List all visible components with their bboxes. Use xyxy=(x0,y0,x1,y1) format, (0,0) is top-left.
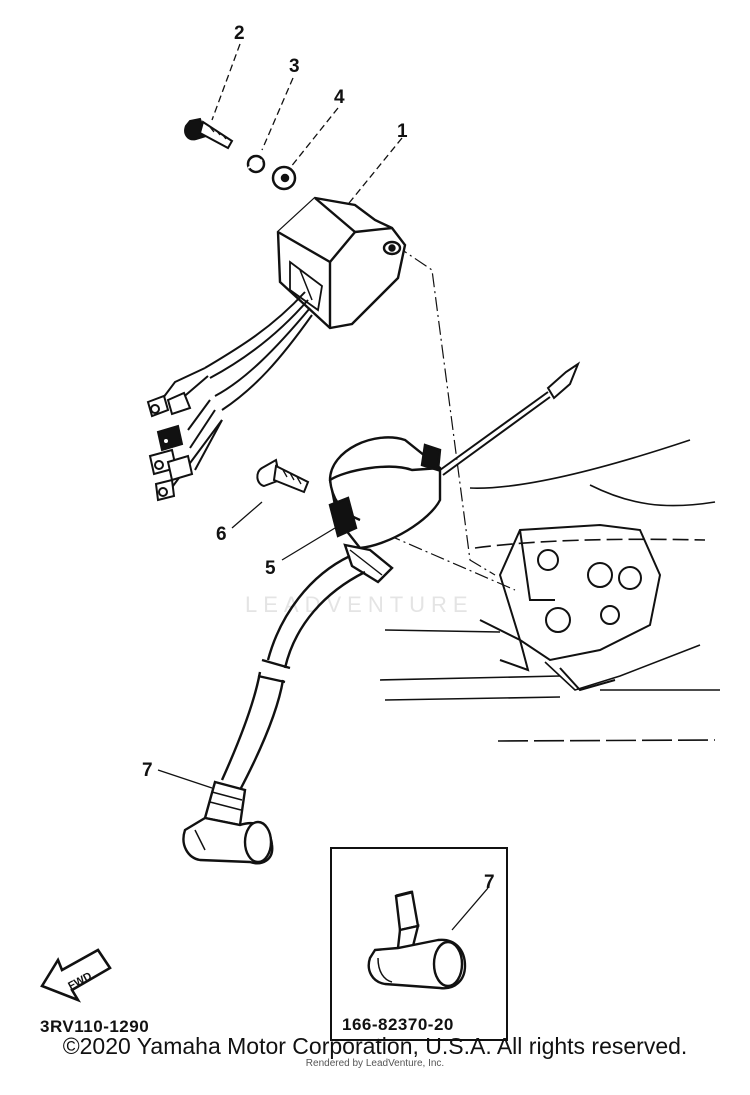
engine-frame-outline xyxy=(379,439,720,742)
callout-label-1: 1 xyxy=(397,121,408,142)
watermark: LEADVENTURE xyxy=(245,592,474,617)
inset-plug-cap xyxy=(367,890,467,990)
callout-label-4: 4 xyxy=(334,87,345,108)
mounting-bracket xyxy=(479,523,662,692)
copyright-notice: ©2020 Yamaha Motor Corporation, U.S.A. A… xyxy=(62,1033,688,1059)
part-3-lock-washer xyxy=(246,154,266,174)
part-6-bolt xyxy=(256,458,310,494)
inset-callout-7: 7 xyxy=(484,872,495,893)
fwd-arrow-icon: FWD xyxy=(40,948,112,1003)
part-2-bolt xyxy=(184,117,234,150)
part-5-ignition-coil xyxy=(328,436,442,584)
part-7-plug-cap xyxy=(182,780,274,865)
callout-label-7: 7 xyxy=(142,760,153,781)
callout-label-5: 5 xyxy=(265,558,276,579)
callout-label-6: 6 xyxy=(216,524,227,545)
part-1-cdi-unit xyxy=(276,196,407,330)
cdi-wire-harness xyxy=(159,291,313,491)
cdi-terminals xyxy=(146,391,194,502)
coil-primary-lead xyxy=(439,361,581,476)
diagram-code: 3RV110-1290 xyxy=(40,1017,149,1036)
inset-part-number: 166-82370-20 xyxy=(342,1015,454,1034)
inset-box xyxy=(330,847,508,1041)
rendered-by-note: Rendered by LeadVenture, Inc. xyxy=(305,1058,445,1069)
part-4-washer xyxy=(271,165,297,191)
callout-label-3: 3 xyxy=(289,56,300,77)
callout-label-2: 2 xyxy=(234,23,245,44)
leader-lines xyxy=(157,43,489,931)
high-tension-lead xyxy=(220,554,366,791)
